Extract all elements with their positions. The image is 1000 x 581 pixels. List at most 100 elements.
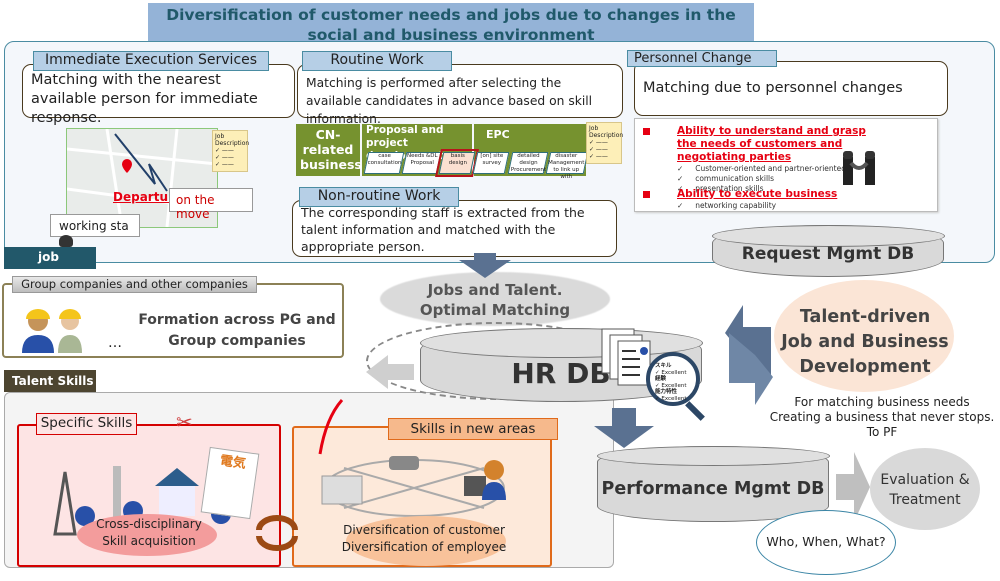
- evaluation-text: Evaluation & Treatment: [870, 470, 980, 510]
- talent-driven-line: Job and Business: [781, 332, 949, 352]
- talent-driven-line: Development: [799, 357, 931, 377]
- formation-line: Formation across PG and: [138, 312, 336, 328]
- arrow-down-icon: [594, 408, 654, 448]
- resume-documents-icon: [601, 328, 651, 386]
- performance-db-label: Performance Mgmt DB: [601, 479, 825, 499]
- personnel-desc-box: Matching due to personnel changes: [634, 61, 948, 116]
- talent-skills-tag: Talent Skills: [4, 370, 96, 392]
- speech-bubble: Who, When, What?: [756, 510, 896, 575]
- job-description-note-1: Job Description ✓ ——✓ ——✓ ——: [212, 130, 250, 172]
- building-icon: [321, 475, 363, 505]
- talent-driven-ellipse: [774, 280, 954, 392]
- skill-item-list: ✓ Customer-oriented and partner-oriented…: [677, 164, 883, 194]
- utility-pole-icon: [113, 466, 121, 526]
- nonroutine-description: The corresponding staff is extracted fro…: [301, 205, 585, 254]
- routine-desc-box: Matching is performed after selecting th…: [297, 64, 623, 126]
- immediate-label: Immediate Execution Services: [33, 51, 269, 71]
- hr-db-label: HR DB: [511, 357, 611, 390]
- process-step[interactable]: Needs &DL Proposal: [401, 152, 442, 174]
- skill-item: ✓ Customer-oriented and partner-oriented: [677, 164, 846, 173]
- bidirectional-arrows-icon: [725, 305, 773, 405]
- main-title-banner: Diversification of customer needs and jo…: [148, 3, 754, 46]
- job-section-tag: job: [4, 247, 96, 269]
- magnifier-handle: [685, 401, 705, 421]
- skill-heading: Ability to understand and grasp the need…: [677, 125, 866, 163]
- immediate-description: Matching with the nearest available pers…: [31, 72, 258, 126]
- skill-heading: Ability to execute business: [677, 188, 838, 200]
- arrow-down-shaft: [474, 253, 496, 262]
- process-step[interactable]: [on] site survey: [473, 152, 511, 174]
- process-step[interactable]: disaster Management to link up with: [545, 152, 589, 180]
- magnifier-icon: スキル✓ Excellent 経験✓ Excellent 能力特性✓ Excel…: [646, 352, 700, 406]
- cross-disciplinary-text: Cross-disciplinary Skill acquisition: [69, 516, 229, 550]
- matching-line: Optimal Matching: [419, 301, 571, 319]
- process-step[interactable]: case consultation: [363, 152, 405, 174]
- certificate-document-icon: 電気: [200, 446, 260, 520]
- talent-driven-text: Talent-driven Job and Business Developme…: [770, 305, 960, 380]
- immediate-desc-box: Matching with the nearest available pers…: [22, 64, 295, 126]
- nonroutine-desc-box: The corresponding staff is extracted fro…: [292, 200, 617, 257]
- sub-line: To PF: [866, 425, 898, 439]
- talent-driven-line: Talent-driven: [799, 307, 931, 327]
- caption-line: Diversification of customer: [343, 523, 505, 537]
- personnel-description: Matching due to personnel changes: [643, 80, 903, 96]
- request-mgmt-db[interactable]: Request Mgmt DB: [711, 224, 945, 277]
- group-companies-tab: Group companies and other companies: [12, 276, 257, 293]
- house-icon: [155, 468, 199, 486]
- red-stroke-icon: [318, 399, 344, 455]
- sub-line: For matching business needs: [794, 395, 970, 409]
- map-route-svg: [66, 128, 218, 228]
- cycle-arrows-icon: [256, 515, 298, 551]
- db-top: [419, 327, 703, 358]
- process-step[interactable]: detailed design Procurement: [507, 152, 549, 174]
- specific-skills-label: Specific Skills: [36, 413, 137, 435]
- workers-icon: [22, 309, 82, 353]
- car-icon: [389, 456, 419, 470]
- routine-label: Routine Work: [302, 51, 452, 71]
- job-description-note-text: Job Description: [589, 125, 624, 139]
- departure-label: Departure: [113, 190, 183, 204]
- new-areas-box: Diversification of customer Diversificat…: [292, 426, 552, 567]
- request-db-label: Request Mgmt DB: [741, 244, 915, 264]
- skill-item: ✓ presentation skills: [677, 184, 764, 193]
- job-description-note-text: Job Description: [215, 133, 250, 147]
- company-box: … Formation across PG and Group companie…: [2, 283, 344, 358]
- sub-line: Creating a business that never stops.: [769, 410, 995, 424]
- arrow-left-icon: [366, 355, 414, 389]
- skill-item: ✓ communication skills: [677, 174, 775, 183]
- specific-skills-box: 電気 Cross-disciplinary Skill acquisition: [17, 424, 281, 567]
- caption-line: Cross-disciplinary: [96, 517, 202, 531]
- skill-group-2: Ability to execute business ✓ networking…: [643, 188, 883, 211]
- bullet-square-icon: [643, 128, 650, 135]
- location-pin-icon: [122, 159, 132, 173]
- process-steps: case consultation Needs &DL Proposal bas…: [363, 149, 589, 180]
- person-icon: [59, 234, 73, 247]
- handshake-icon: [843, 151, 875, 185]
- skills-illustration: [53, 466, 231, 536]
- arrow-right-icon: [836, 452, 870, 522]
- matching-line: Jobs and Talent.: [427, 281, 563, 299]
- working-status-callout: working sta: [50, 214, 140, 247]
- power-tower-icon: [53, 471, 77, 536]
- route-arrow: [114, 133, 168, 192]
- nonroutine-label: Non-routine Work: [299, 187, 459, 207]
- evaluation-line: Treatment: [889, 492, 961, 508]
- talent-driven-subtext: For matching business needs Creating a b…: [766, 395, 998, 440]
- skill-group-1: Ability to understand and grasp the need…: [643, 125, 883, 194]
- working-status-text: working sta: [59, 219, 129, 233]
- map-image: [66, 128, 218, 228]
- performance-mgmt-db[interactable]: Performance Mgmt DB: [596, 445, 830, 522]
- matching-text: Jobs and Talent. Optimal Matching: [385, 280, 605, 320]
- routine-description: Matching is performed after selecting th…: [306, 76, 593, 126]
- skill-item: ✓ networking capability: [677, 201, 777, 210]
- diversification-ellipse: [346, 516, 506, 566]
- on-the-move-callout: on the move: [169, 188, 253, 221]
- process-step-highlighted[interactable]: basis design: [435, 149, 480, 177]
- db-top: [711, 224, 945, 247]
- personnel-label: Personnel Change: [627, 50, 777, 67]
- evaluation-ellipse: [870, 448, 980, 530]
- db-top: [596, 445, 830, 466]
- computer-icon: [464, 476, 486, 496]
- bullet-square-icon: [643, 191, 650, 198]
- ellipsis: …: [108, 335, 122, 351]
